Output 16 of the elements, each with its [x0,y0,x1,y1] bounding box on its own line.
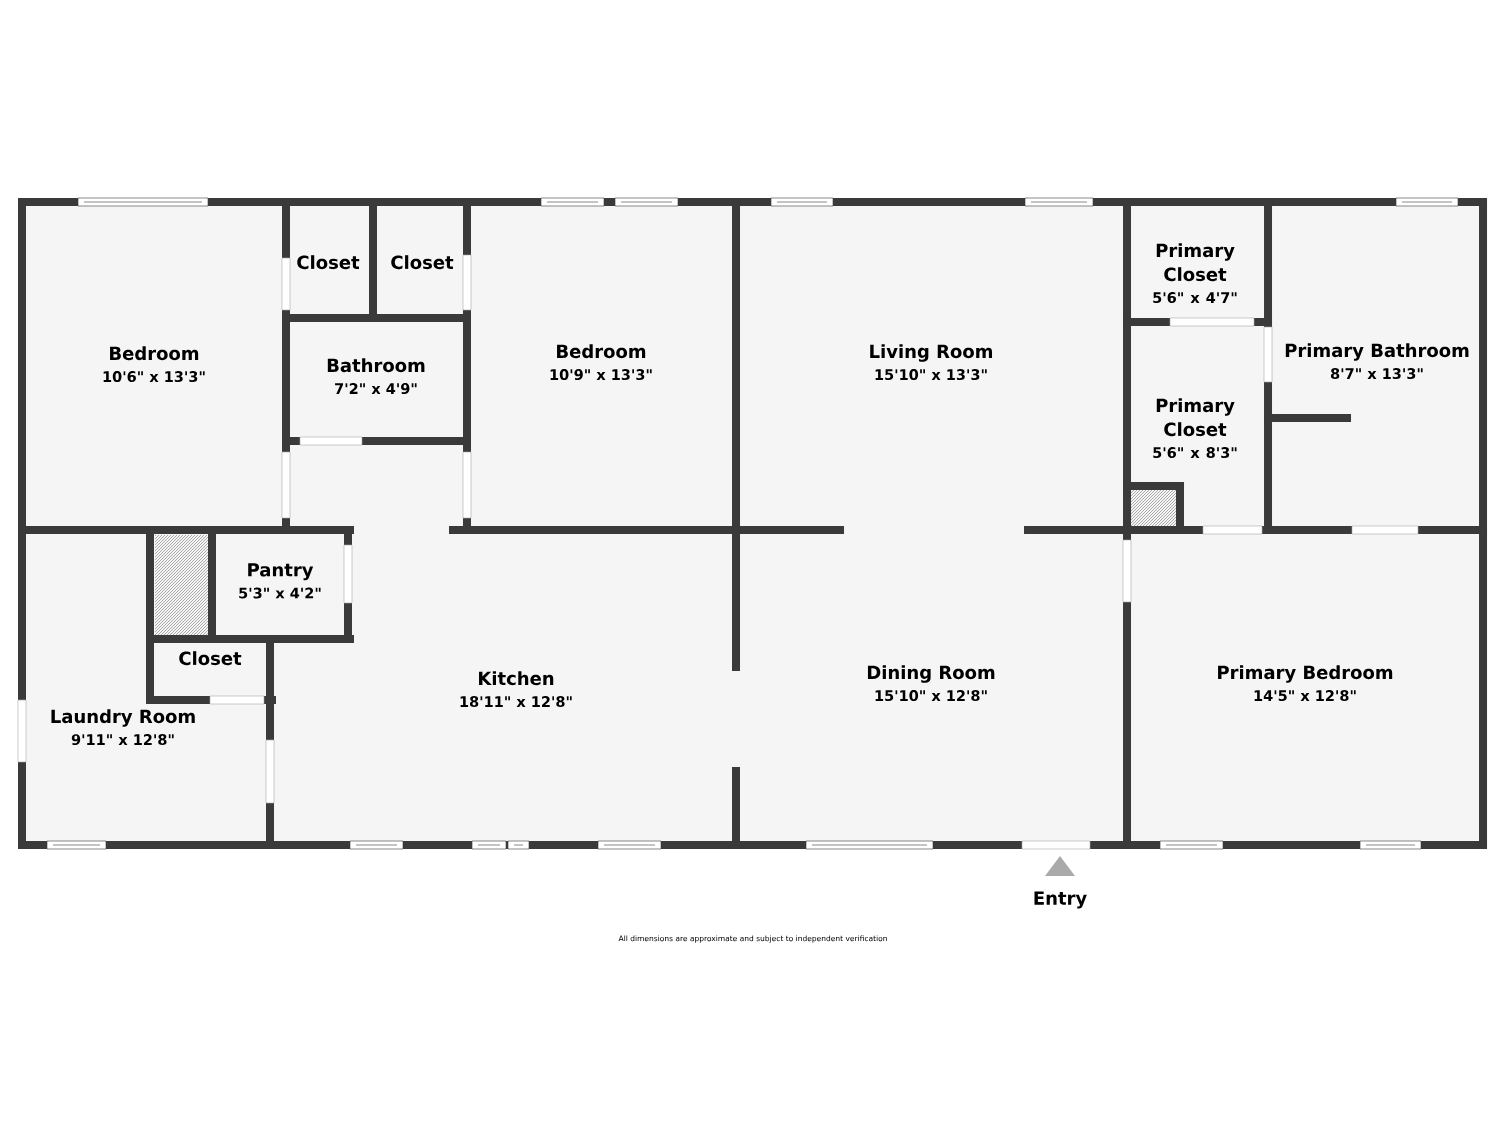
room-label: Bedroom 10'6" x 13'3" [103,346,205,383]
room-label: Living Room 15'10" x 13'3" [870,344,992,381]
room-label: Primary Bedroom 14'5" x 12'8" [1218,665,1393,702]
room-label: Primary Closet 5'6" x 8'3" [1153,398,1237,459]
room-label: Laundry Room 9'11" x 12'8" [51,709,195,746]
room-label: Pantry 5'3" x 4'2" [239,563,321,599]
room-label: Kitchen 18'11" x 12'8" [460,671,572,708]
room-label: Primary Closet 5'6" x 4'7" [1153,243,1237,304]
room-label: Closet [391,255,454,270]
room-label: Closet [179,651,242,666]
room-label: Closet [297,255,360,270]
entry-label: Entry [1034,891,1087,909]
room-label: Bedroom 10'9" x 13'3" [550,344,652,381]
room-label: Primary Bathroom 8'7" x 13'3" [1285,343,1469,380]
room-label: Bathroom 7'2" x 4'9" [327,358,425,395]
room-label: Dining Room 15'10" x 12'8" [867,665,995,702]
